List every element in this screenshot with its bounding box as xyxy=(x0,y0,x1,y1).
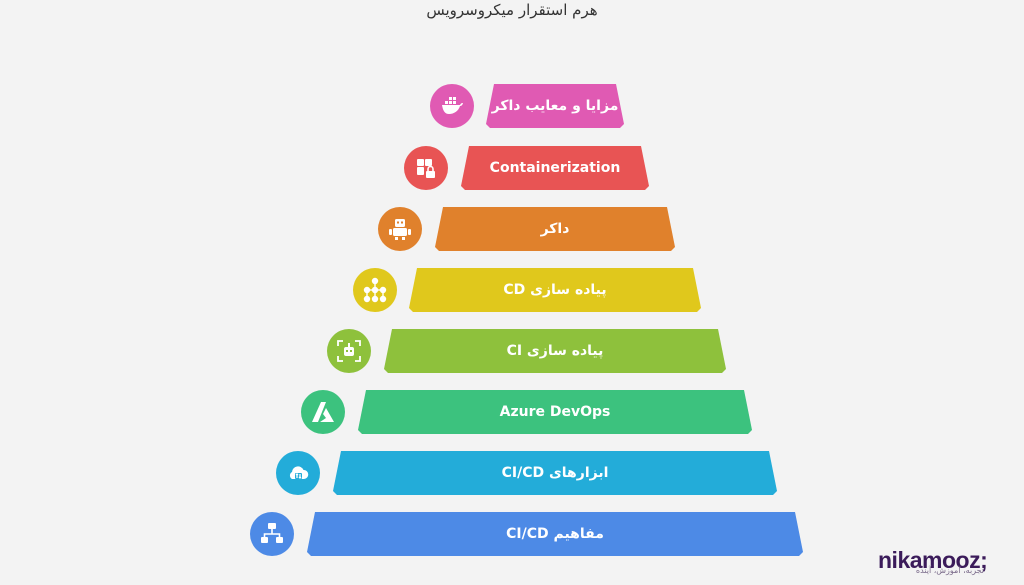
brand-tagline: تجربه، آموزش، آینده xyxy=(915,566,984,575)
pyramid-tier-cicd-concepts: مفاهیم CI/CD xyxy=(307,512,803,556)
diagram-title: هرم استقرار میکروسرویس xyxy=(426,1,598,19)
tier-label: مفاهیم CI/CD xyxy=(506,526,604,542)
pyramid-tier-containerization: Containerization xyxy=(461,146,649,190)
tier-label: مزایا و معایب داکر xyxy=(491,98,619,114)
tier-label: ابزارهای CI/CD xyxy=(501,465,609,481)
pyramid-tier-docker-pros-cons: مزایا و معایب داکر xyxy=(486,84,624,128)
azure-icon xyxy=(301,390,345,434)
tier-label: داکر xyxy=(540,221,570,237)
pyramid-tier-azure-devops: Azure DevOps xyxy=(358,390,752,434)
docker-whale-icon xyxy=(430,84,474,128)
tier-label: Azure DevOps xyxy=(499,404,611,420)
nikamooz-logo: nikamooz; xyxy=(878,547,988,573)
pyramid-tier-docker: داکر xyxy=(435,207,675,251)
bot-scan-icon xyxy=(327,329,371,373)
flowchart-icon xyxy=(250,512,294,556)
robot-icon xyxy=(378,207,422,251)
pyramid-tier-cicd-tools: ابزارهای CI/CD xyxy=(333,451,777,495)
cloud-sync-icon xyxy=(276,451,320,495)
pyramid-tier-cd-implementation: پیاده سازی CD xyxy=(409,268,701,312)
pipeline-nodes-icon xyxy=(353,268,397,312)
tier-label: پیاده سازی CD xyxy=(503,282,607,298)
tier-label: Containerization xyxy=(489,160,621,176)
tier-label: پیاده سازی CI xyxy=(506,343,604,359)
container-lock-icon xyxy=(404,146,448,190)
pyramid-tier-ci-implementation: پیاده سازی CI xyxy=(384,329,726,373)
